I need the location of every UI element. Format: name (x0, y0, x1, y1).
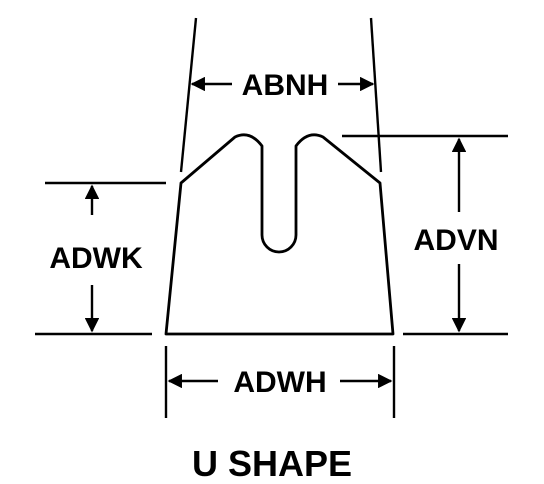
extension-line-top-left (179, 17, 198, 173)
diagram-caption: U SHAPE (192, 443, 352, 484)
abnh-label: ABNH (242, 69, 329, 102)
extension-line-top-right (369, 17, 383, 173)
advn-label: ADVN (413, 224, 498, 257)
u-shape-outline (164, 133, 395, 336)
adwh-label: ADWH (233, 366, 326, 399)
adwk-label: ADWK (49, 242, 143, 275)
